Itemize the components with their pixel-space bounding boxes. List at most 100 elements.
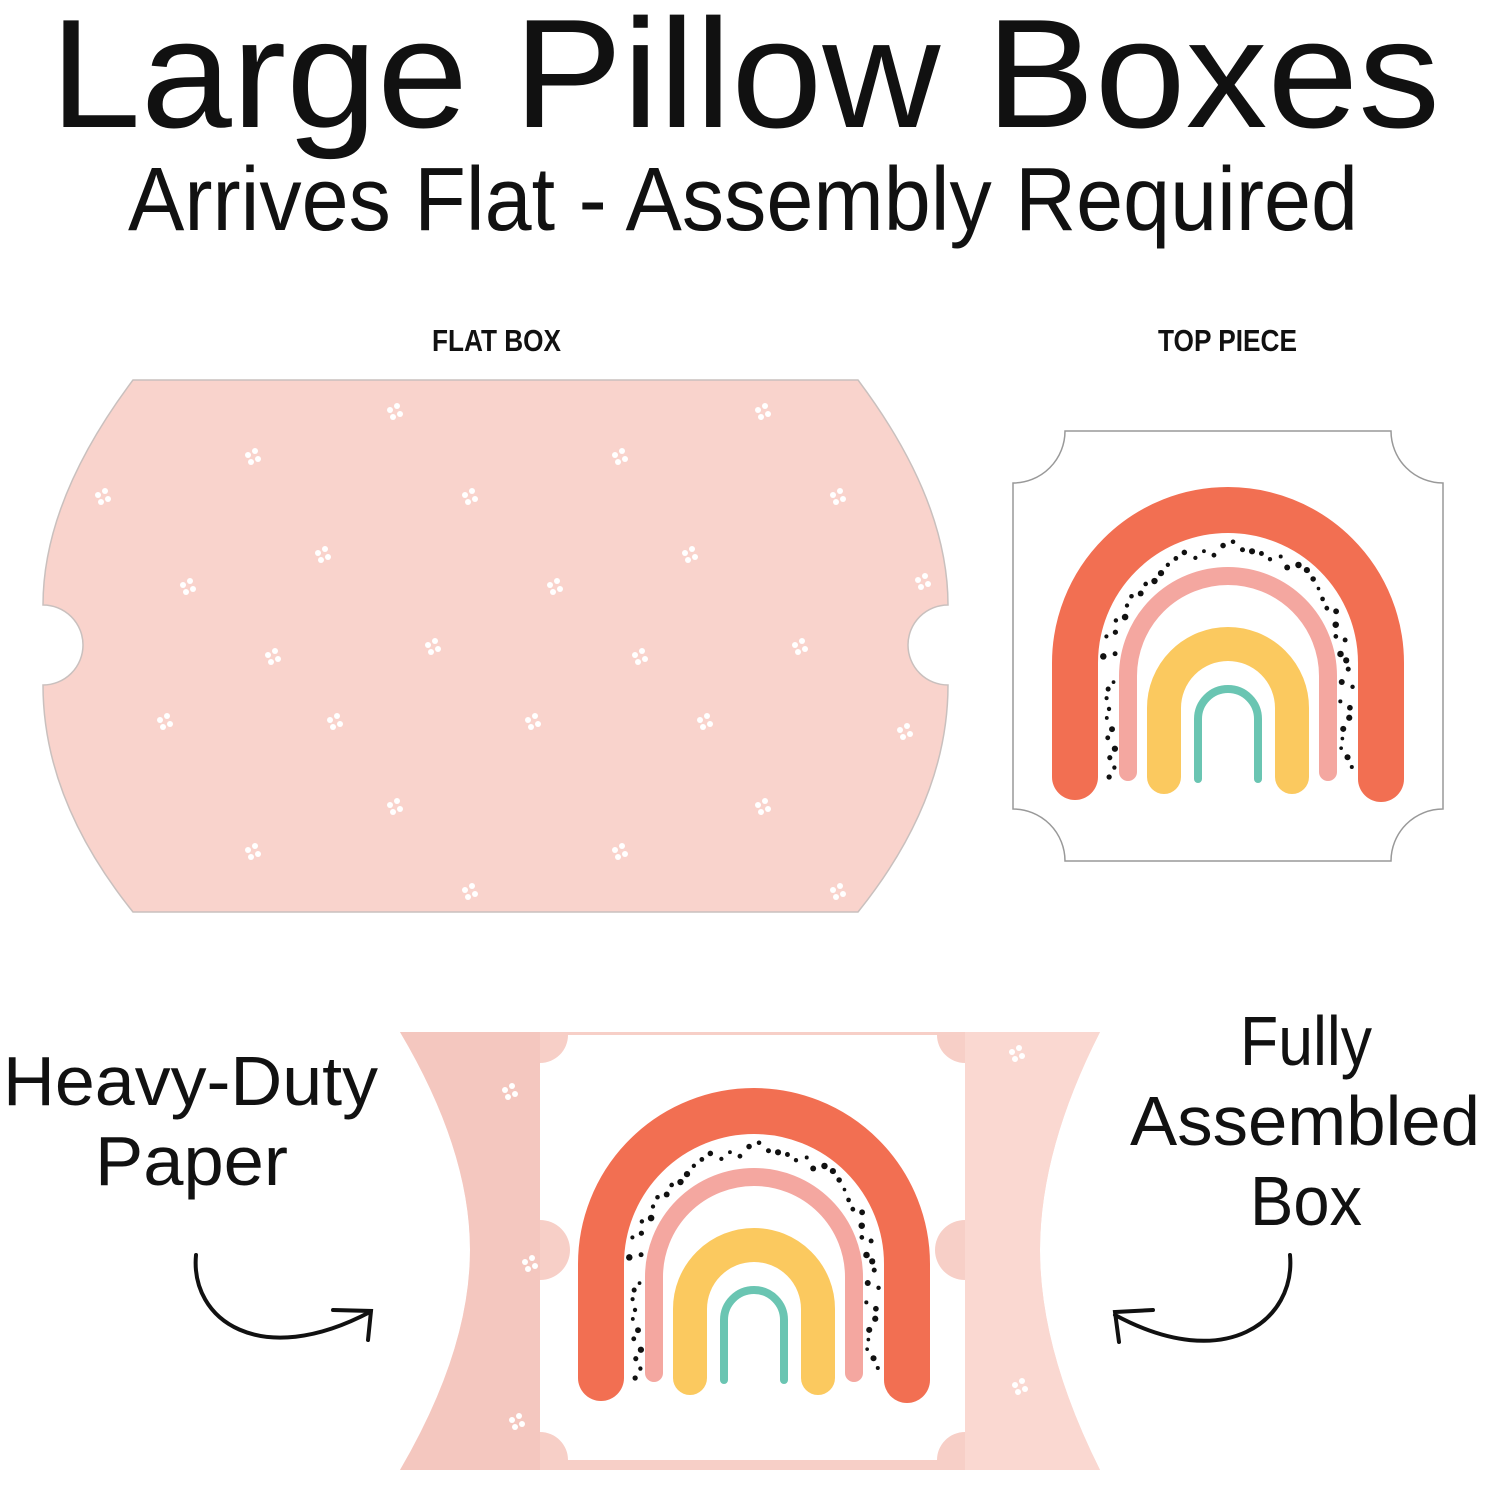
dot-decoration bbox=[428, 649, 434, 655]
dot-decoration bbox=[619, 448, 625, 454]
flat-box-label: FLAT BOX bbox=[432, 323, 561, 358]
dot-decoration bbox=[799, 638, 805, 644]
dot-decoration bbox=[190, 586, 196, 592]
dot-decoration bbox=[516, 1413, 522, 1419]
dot-decoration bbox=[1019, 1053, 1025, 1059]
dot-decoration bbox=[550, 589, 556, 595]
dot-decoration bbox=[268, 659, 274, 665]
dot-decoration bbox=[758, 414, 764, 420]
dot-decoration bbox=[532, 1263, 538, 1269]
dot-decoration bbox=[525, 1266, 531, 1272]
dot-decoration bbox=[682, 550, 688, 556]
dot-decoration bbox=[505, 1094, 511, 1100]
callout-right-line-3: Box bbox=[1250, 1162, 1362, 1240]
dot-decoration bbox=[529, 1255, 535, 1261]
dot-decoration bbox=[632, 652, 638, 658]
dot-decoration bbox=[160, 724, 166, 730]
dot-decoration bbox=[833, 894, 839, 900]
dot-decoration bbox=[327, 717, 333, 723]
dot-decoration bbox=[318, 557, 324, 563]
dot-decoration bbox=[465, 499, 471, 505]
dot-decoration bbox=[642, 656, 648, 662]
dot-decoration bbox=[612, 847, 618, 853]
dot-decoration bbox=[792, 642, 798, 648]
dot-decoration bbox=[758, 809, 764, 815]
dot-decoration bbox=[900, 734, 906, 740]
top-piece-image bbox=[1012, 430, 1444, 862]
dot-decoration bbox=[183, 589, 189, 595]
dot-decoration bbox=[925, 581, 931, 587]
dot-decoration bbox=[922, 573, 928, 579]
dot-decoration bbox=[512, 1424, 518, 1430]
dot-decoration bbox=[98, 499, 104, 505]
dot-decoration bbox=[157, 717, 163, 723]
dot-decoration bbox=[830, 887, 836, 893]
dot-decoration bbox=[472, 891, 478, 897]
dot-decoration bbox=[535, 721, 541, 727]
dot-decoration bbox=[465, 894, 471, 900]
dot-decoration bbox=[840, 891, 846, 897]
dot-decoration bbox=[532, 713, 538, 719]
dot-decoration bbox=[762, 403, 768, 409]
dot-decoration bbox=[502, 1087, 508, 1093]
dot-decoration bbox=[397, 806, 403, 812]
dot-decoration bbox=[619, 843, 625, 849]
dot-decoration bbox=[837, 883, 843, 889]
dot-decoration bbox=[897, 727, 903, 733]
dot-decoration bbox=[255, 456, 261, 462]
callout-left-line-1: Heavy-Duty bbox=[3, 1042, 378, 1120]
dot-decoration bbox=[394, 798, 400, 804]
dot-decoration bbox=[1015, 1389, 1021, 1395]
dot-decoration bbox=[255, 851, 261, 857]
dot-decoration bbox=[265, 652, 271, 658]
dot-decoration bbox=[707, 721, 713, 727]
dot-decoration bbox=[795, 649, 801, 655]
dot-decoration bbox=[245, 847, 251, 853]
dot-decoration bbox=[622, 456, 628, 462]
dot-decoration bbox=[700, 724, 706, 730]
dot-decoration bbox=[802, 646, 808, 652]
callout-right-line-2: Assembled bbox=[1130, 1082, 1480, 1160]
dot-decoration bbox=[180, 582, 186, 588]
dot-decoration bbox=[275, 656, 281, 662]
dot-decoration bbox=[907, 731, 913, 737]
dot-decoration bbox=[337, 721, 343, 727]
dot-decoration bbox=[833, 499, 839, 505]
dot-decoration bbox=[528, 724, 534, 730]
dot-decoration bbox=[692, 554, 698, 560]
dot-decoration bbox=[252, 448, 258, 454]
dot-decoration bbox=[394, 403, 400, 409]
arrow-left-icon bbox=[193, 1253, 374, 1342]
dot-decoration bbox=[765, 411, 771, 417]
dot-decoration bbox=[837, 488, 843, 494]
arrow-right-icon bbox=[1112, 1253, 1293, 1344]
dot-decoration bbox=[689, 546, 695, 552]
dot-decoration bbox=[755, 407, 761, 413]
dot-decoration bbox=[755, 802, 761, 808]
dot-decoration bbox=[622, 851, 628, 857]
dot-decoration bbox=[635, 659, 641, 665]
dot-decoration bbox=[252, 843, 258, 849]
dot-decoration bbox=[432, 638, 438, 644]
dot-decoration bbox=[765, 806, 771, 812]
dot-decoration bbox=[1009, 1049, 1015, 1055]
top-piece-label: TOP PIECE bbox=[1158, 323, 1297, 358]
dot-decoration bbox=[387, 407, 393, 413]
dot-decoration bbox=[697, 717, 703, 723]
dot-decoration bbox=[187, 578, 193, 584]
dot-decoration bbox=[469, 488, 475, 494]
dot-decoration bbox=[472, 496, 478, 502]
dot-decoration bbox=[615, 459, 621, 465]
dot-decoration bbox=[685, 557, 691, 563]
dot-decoration bbox=[918, 584, 924, 590]
dot-decoration bbox=[95, 492, 101, 498]
dot-decoration bbox=[522, 1259, 528, 1265]
dot-decoration bbox=[1012, 1382, 1018, 1388]
dot-decoration bbox=[1019, 1378, 1025, 1384]
dot-decoration bbox=[519, 1421, 525, 1427]
dot-decoration bbox=[272, 648, 278, 654]
dot-decoration bbox=[509, 1083, 515, 1089]
dot-decoration bbox=[425, 642, 431, 648]
dot-decoration bbox=[248, 459, 254, 465]
